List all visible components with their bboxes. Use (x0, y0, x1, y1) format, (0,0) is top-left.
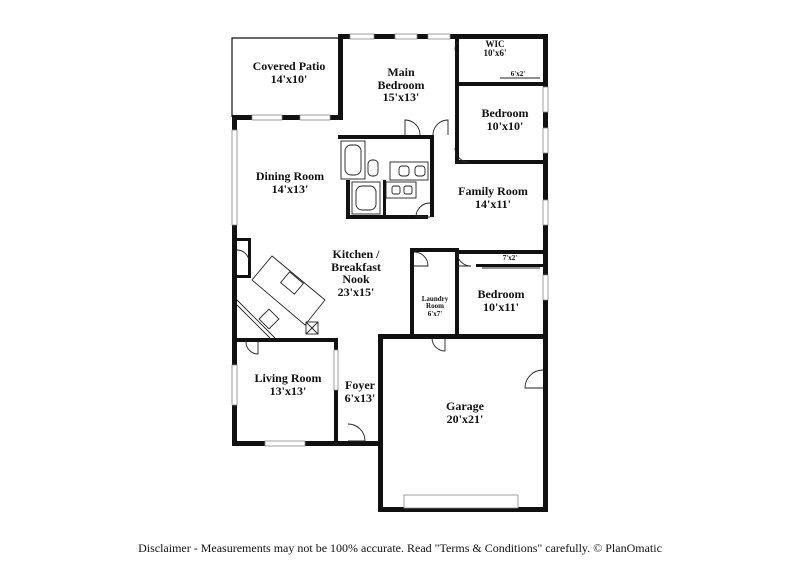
covered-patio-name: Covered Patio (252, 59, 326, 73)
dining-room-dims: 14'x13' (271, 181, 309, 196)
laundry-dims: 6'x7' (427, 309, 443, 318)
wic-name: WIC (485, 39, 505, 49)
living-room-name: Living Room (254, 371, 322, 385)
kitchen-name-line2: Breakfast (331, 259, 381, 274)
laundry-label: Laundry Room 6'x7' (414, 295, 456, 318)
family-room-label: Family Room 14'x11' (458, 185, 528, 210)
covered-patio-label: Covered Patio 14'x10' (240, 60, 338, 85)
wic-dims: 10'x6' (483, 48, 507, 59)
foyer-dims: 6'x13' (344, 390, 376, 405)
closet-top-dims: 6'x2' (510, 70, 526, 78)
laundry-name-line1: Laundry (421, 295, 449, 303)
living-room-dims: 13'x13' (269, 383, 307, 398)
dining-room-label: Dining Room 14'x13' (250, 170, 330, 195)
bedroom-mid-name: Bedroom (477, 287, 525, 301)
family-room-name: Family Room (458, 184, 528, 198)
bedroom-mid-label: Bedroom 10'x11' (464, 288, 538, 313)
bedroom-top-dims: 10'x10' (486, 118, 524, 133)
disclaimer-text: Disclaimer - Measurements may not be 100… (138, 541, 662, 555)
dining-room-name: Dining Room (255, 169, 325, 183)
closet-mid-dims: 7'x2' (502, 254, 518, 262)
kitchen-dims: 23'x15' (337, 284, 375, 299)
fixtures (236, 77, 540, 339)
bedroom-top-label: Bedroom 10'x10' (470, 107, 540, 132)
main-bedroom-label: Main Bedroom 15'x13' (364, 66, 438, 104)
garage-name: Garage (446, 399, 484, 413)
kitchen-name-line1: Kitchen / (332, 247, 380, 261)
garage-label: Garage 20'x21' (430, 400, 500, 425)
closet-top-label: 6'x2' (498, 70, 538, 78)
covered-patio-dims: 14'x10' (270, 71, 308, 86)
windows (231, 33, 549, 509)
bedroom-mid-dims: 10'x11' (482, 299, 519, 314)
kitchen-label: Kitchen / Breakfast Nook 23'x15' (316, 248, 396, 298)
laundry-name-line2: Room (426, 302, 444, 311)
doors (236, 41, 544, 442)
main-bedroom-name: Main Bedroom (377, 65, 425, 92)
living-room-label: Living Room 13'x13' (252, 372, 324, 397)
kitchen-name-line3: Nook (342, 272, 370, 287)
wic-label: WIC 10'x6' (470, 39, 520, 59)
garage-dims: 20'x21' (446, 411, 484, 426)
foyer-label: Foyer 6'x13' (336, 379, 384, 404)
bedroom-top-name: Bedroom (481, 106, 529, 120)
foyer-name: Foyer (345, 378, 375, 392)
family-room-dims: 14'x11' (474, 196, 511, 211)
main-bedroom-dims: 15'x13' (382, 90, 420, 105)
closet-mid-label: 7'x2' (488, 254, 532, 262)
